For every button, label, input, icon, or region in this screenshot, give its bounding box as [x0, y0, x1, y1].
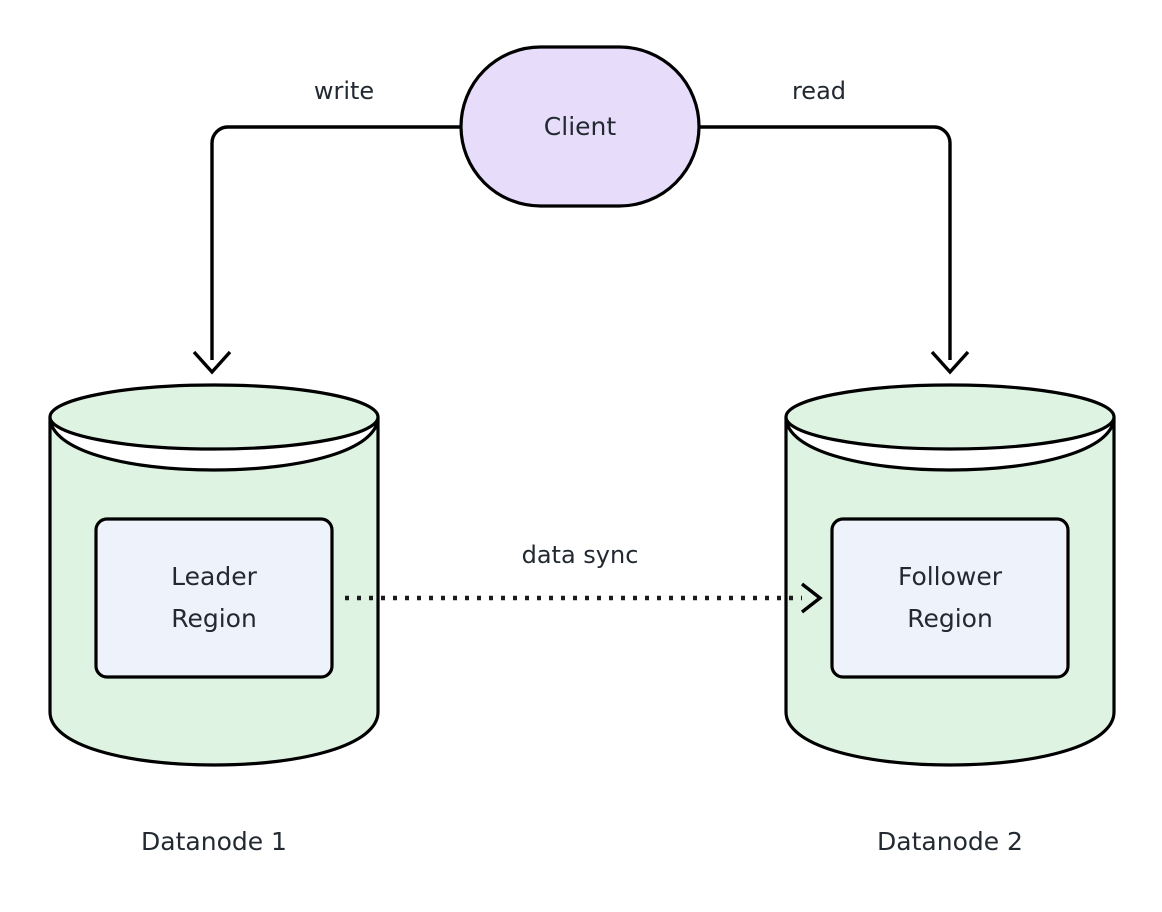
client-shape	[459, 45, 701, 208]
node-datanode-1[interactable]: Leader Region Datanode 1	[48, 383, 380, 856]
datanode-1-caption: Datanode 1	[141, 827, 287, 856]
edge-data-sync: data sync	[345, 541, 823, 614]
edge-write: write	[192, 77, 460, 375]
edge-read-arrowhead-icon	[930, 350, 970, 375]
node-datanode-2[interactable]: Follower Region Datanode 2	[784, 383, 1116, 856]
follower-region[interactable]: Follower Region	[830, 517, 1070, 679]
datanode-2-cylinder-top	[784, 383, 1116, 451]
leader-region-label-line1: Leader	[171, 562, 257, 591]
edge-read-label: read	[792, 77, 846, 105]
edge-read: read	[700, 77, 970, 375]
edge-write-path	[210, 125, 460, 360]
follower-region-label-line1: Follower	[898, 562, 1003, 591]
follower-region-box	[830, 517, 1070, 679]
edge-data-sync-label: data sync	[522, 541, 639, 569]
edge-read-path	[700, 125, 952, 360]
edge-write-arrowhead-icon	[192, 350, 232, 375]
leader-region-label-line2: Region	[171, 604, 257, 633]
leader-region[interactable]: Leader Region	[94, 517, 334, 679]
datanode-2-caption: Datanode 2	[877, 827, 1023, 856]
edge-write-label: write	[314, 77, 374, 105]
leader-region-box	[94, 517, 334, 679]
edge-data-sync-arrowhead-icon	[800, 582, 823, 614]
node-client[interactable]: Client	[459, 45, 701, 208]
client-label: Client	[544, 112, 617, 141]
follower-region-label-line2: Region	[907, 604, 993, 633]
datanode-1-cylinder-top	[48, 383, 380, 451]
